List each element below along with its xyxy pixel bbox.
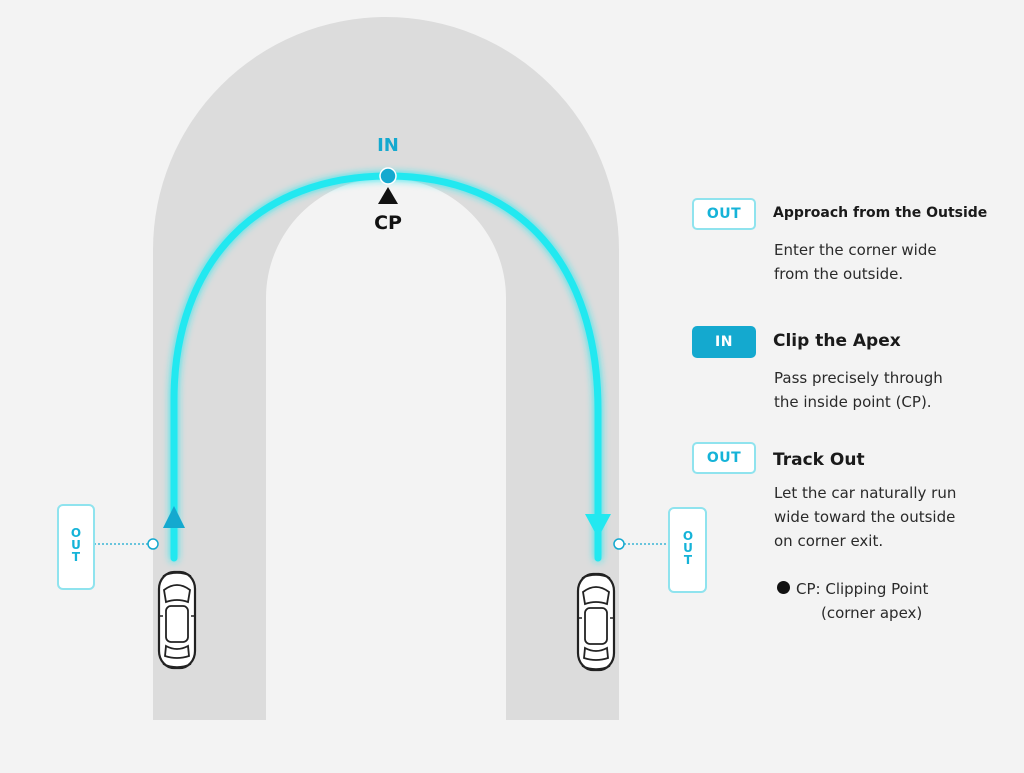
left-out-box xyxy=(57,504,95,590)
legend-title: Approach from the Outside xyxy=(773,205,988,221)
dot-bullet-icon xyxy=(777,581,790,594)
cp-note-line1: CP: Clipping Point xyxy=(796,580,929,598)
legend-description: Let the car naturally run wide toward th… xyxy=(774,484,957,550)
apex-cp-label: CP xyxy=(374,212,402,234)
apex-point xyxy=(379,167,397,185)
left-out-point xyxy=(147,538,159,550)
out-badge: OUT xyxy=(692,442,756,474)
legend-description: Pass precisely through the inside point … xyxy=(774,369,943,411)
apex-in-label: IN xyxy=(377,135,399,156)
down-arrow-icon xyxy=(585,514,611,538)
right-out-box xyxy=(668,507,707,593)
u-turn-road xyxy=(153,17,619,720)
up-arrow-icon xyxy=(163,506,185,528)
legend-title: Track Out xyxy=(773,450,865,470)
in-badge: IN xyxy=(692,326,756,358)
legend-description: Enter the corner wide from the outside. xyxy=(774,241,937,283)
cp-note-line2: (corner apex) xyxy=(821,604,923,622)
out-badge: OUT xyxy=(692,198,756,230)
car-icon xyxy=(157,570,197,670)
car-icon xyxy=(576,572,616,672)
right-out-point xyxy=(613,538,625,550)
legend-title: Clip the Apex xyxy=(773,331,901,351)
apex-triangle-icon xyxy=(378,187,398,204)
